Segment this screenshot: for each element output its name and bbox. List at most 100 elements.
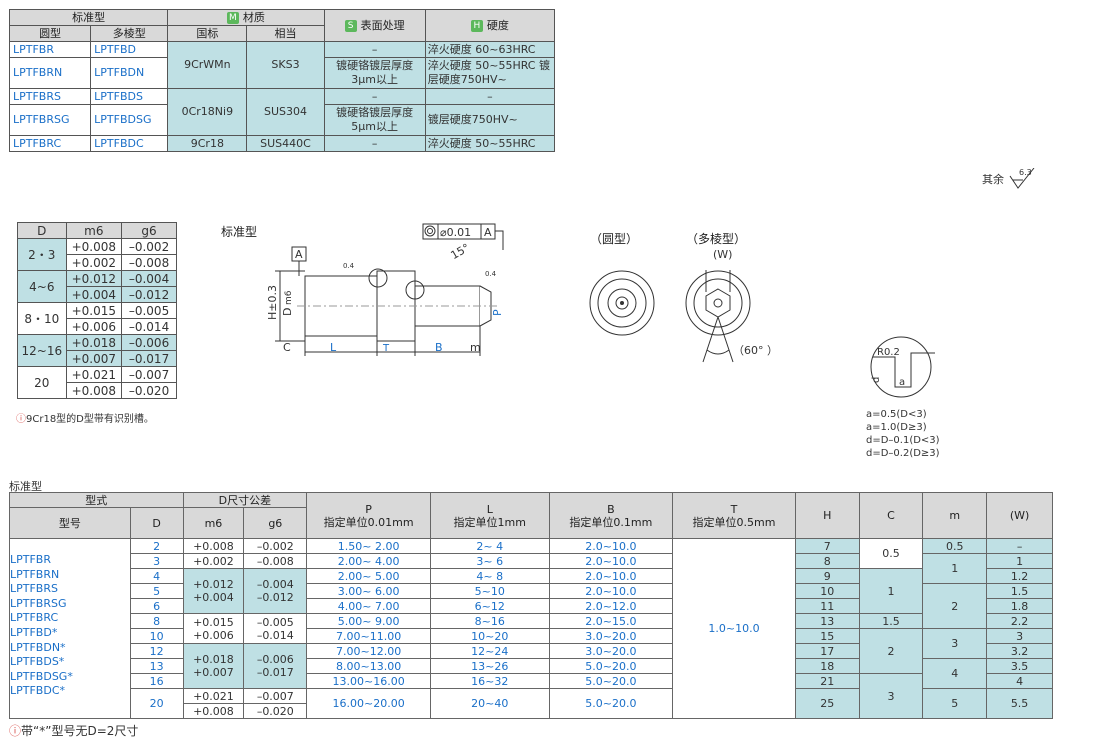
svg-text:d: d: [871, 377, 882, 383]
spec-b: 3.0~20.0: [548, 643, 674, 659]
tol-m6: +0.018: [65, 334, 123, 351]
pin-side-drawing: A ⌀0.01 A 15° H±0.3 D m6 P L T B m C 0.4…: [266, 223, 504, 356]
spec-c: 0.5: [858, 538, 924, 569]
model-round: LPTFBRN: [8, 57, 92, 89]
spec-g6: –0.002: [243, 538, 308, 554]
spec-w: 3.5: [986, 658, 1053, 674]
spec-w: 1: [986, 553, 1053, 569]
svg-text:0.4: 0.4: [485, 270, 497, 278]
spec-m6: +0.012+0.004: [182, 568, 245, 614]
spec-m: 2: [922, 583, 988, 629]
spec-d: 6: [129, 598, 184, 614]
model-round: LPTFBRC: [8, 135, 92, 152]
spec-header-c: C: [858, 492, 924, 539]
spec-l: 10~20: [429, 628, 550, 644]
svg-text:D: D: [281, 308, 294, 316]
spec-l: 20~40: [429, 688, 550, 719]
spec-header-dtol: D尺寸公差: [182, 492, 308, 508]
spec-d: 3: [129, 553, 184, 569]
tol-d: 8・10: [17, 302, 67, 335]
spec-h: 10: [794, 583, 860, 599]
svg-text:a: a: [899, 377, 905, 388]
info-icon: ⓘ: [16, 414, 26, 425]
tol-header-m6: m6: [65, 222, 123, 239]
spec-b: 2.0~12.0: [548, 598, 674, 614]
tol-g6: –0.014: [121, 318, 177, 335]
tol-m6: +0.008: [65, 238, 123, 255]
hardness-cell: 淬火硬度 60~63HRC: [424, 41, 556, 58]
model-polygon: LPTFBDN: [90, 57, 169, 89]
tol-m6: +0.015: [65, 302, 123, 319]
tol-m6: +0.007: [65, 350, 123, 367]
svg-text:T: T: [382, 343, 390, 354]
drawing-title: 标准型: [221, 225, 258, 239]
material-equiv: SKS3: [246, 41, 325, 89]
spec-h: 25: [794, 688, 860, 719]
spec-header-g6: g6: [243, 507, 308, 539]
svg-text:0.4: 0.4: [343, 262, 355, 270]
spec-c: 1.5: [858, 613, 924, 629]
header-standard: 标准型: [8, 9, 169, 26]
spec-g6: –0.008: [243, 553, 308, 569]
svg-text:H±0.3: H±0.3: [266, 285, 279, 320]
section-title: 标准型: [9, 480, 42, 493]
concentricity-value: ⌀0.01: [440, 226, 471, 239]
spec-d: 13: [129, 658, 184, 674]
spec-h: 21: [794, 673, 860, 689]
spec-m: 3: [922, 628, 988, 659]
spec-b: 2.0~10.0: [548, 568, 674, 584]
material-gb: 9Cr18: [167, 135, 248, 152]
spec-d: 20: [129, 688, 184, 719]
groove-detail: R0.2 d a: [870, 336, 935, 398]
spec-m6: +0.021: [182, 688, 245, 704]
spec-header-h: H: [794, 492, 860, 539]
spec-b: 5.0~20.0: [548, 688, 674, 719]
hardness-cell: –: [424, 88, 556, 105]
spec-w: 1.2: [986, 568, 1053, 584]
spec-b: 2.0~10.0: [548, 553, 674, 569]
info-icon: ⓘ: [9, 724, 22, 738]
spec-p: 1.50~ 2.00: [306, 538, 431, 554]
tol-header-g6: g6: [121, 222, 177, 239]
spec-h: 13: [794, 613, 860, 629]
spec-c: 2: [858, 628, 924, 674]
spec-g6: –0.005–0.014: [243, 613, 308, 644]
material-gb: 0Cr18Ni9: [167, 88, 248, 136]
spec-p: 3.00~ 6.00: [306, 583, 431, 599]
spec-w: 3: [986, 628, 1053, 644]
spec-g6: –0.007: [243, 688, 308, 704]
angle-15: 15°: [449, 241, 472, 262]
tol-m6: +0.008: [65, 382, 123, 399]
spec-h: 11: [794, 598, 860, 614]
spec-m6: +0.018+0.007: [182, 643, 245, 689]
spec-l: 8~16: [429, 613, 550, 629]
spec-d: 2: [129, 538, 184, 554]
spec-m6: +0.015+0.006: [182, 613, 245, 644]
spec-c: 3: [858, 673, 924, 719]
material-gb: 9CrWMn: [167, 41, 248, 89]
tolerance-table: D m6 g6 2・3+0.008–0.002 +0.002–0.008 4~6…: [17, 222, 177, 399]
surface-cell: 镀硬铬镀层厚度 5μm以上: [323, 104, 426, 136]
groove-formulas: a=0.5(D<3) a=1.0(D≥3) d=D–0.1(D<3) d=D–0…: [866, 409, 940, 459]
tol-g6: –0.020: [121, 382, 177, 399]
spec-d: 8: [129, 613, 184, 629]
spec-m: 4: [922, 658, 988, 689]
surface-cell: –: [323, 41, 426, 58]
concentricity-datum: A: [484, 226, 492, 239]
tol-g6: –0.007: [121, 366, 177, 383]
spec-header-m6: m6: [182, 507, 245, 539]
spec-m6: +0.008: [182, 703, 245, 719]
hardness-tag-icon: H: [470, 19, 483, 32]
model-round: LPTFBRS: [8, 88, 92, 105]
material-equiv: SUS440C: [246, 135, 325, 152]
surface-cell: –: [323, 135, 426, 152]
polygon-end-view: [685, 270, 751, 363]
spec-w: 3.2: [986, 643, 1053, 659]
tol-m6: +0.002: [65, 254, 123, 271]
spec-c: 1: [858, 568, 924, 614]
spec-w: –: [986, 538, 1053, 554]
